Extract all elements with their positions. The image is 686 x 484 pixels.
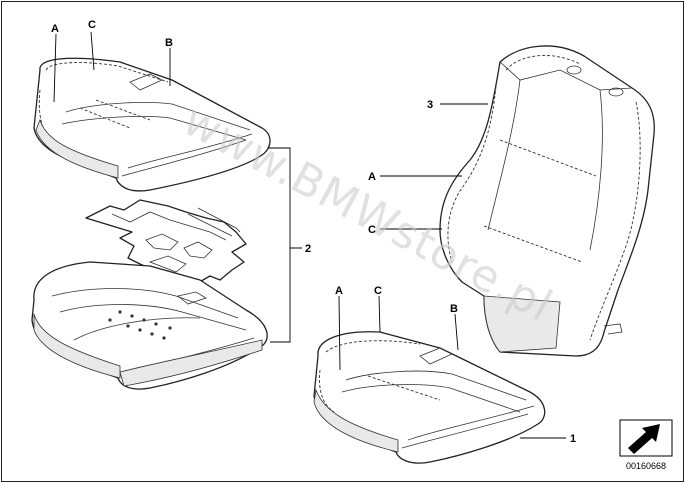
cushion-holes: [108, 310, 172, 340]
label-right-a-cushion: A: [335, 285, 343, 297]
backrest-cover: [439, 45, 655, 357]
leader-lines: [53, 31, 566, 439]
label-right-a-backrest: A: [368, 171, 376, 183]
diagonal-arrow-icon[interactable]: [619, 419, 673, 457]
label-item-2: 2: [305, 243, 311, 255]
label-item-3: 3: [427, 99, 433, 111]
label-left-top-b: B: [165, 37, 173, 49]
seat-cover-lower: [313, 331, 546, 464]
label-left-top-c: C: [88, 19, 96, 31]
label-item-1: 1: [570, 433, 576, 445]
seat-cushion-foam: [31, 261, 268, 390]
bracket-item-2: [268, 147, 302, 343]
document-number: 00160668: [626, 461, 666, 471]
callout-labels: A C B 2 3 A C A C B 1: [51, 19, 576, 445]
seat-heating-pad: [85, 199, 247, 285]
label-right-c-cushion: C: [374, 285, 382, 297]
label-right-b-cushion: B: [450, 303, 458, 315]
seat-cover-upper: [33, 57, 271, 192]
label-right-c-backrest: C: [368, 224, 376, 236]
label-left-top-a: A: [51, 23, 59, 35]
